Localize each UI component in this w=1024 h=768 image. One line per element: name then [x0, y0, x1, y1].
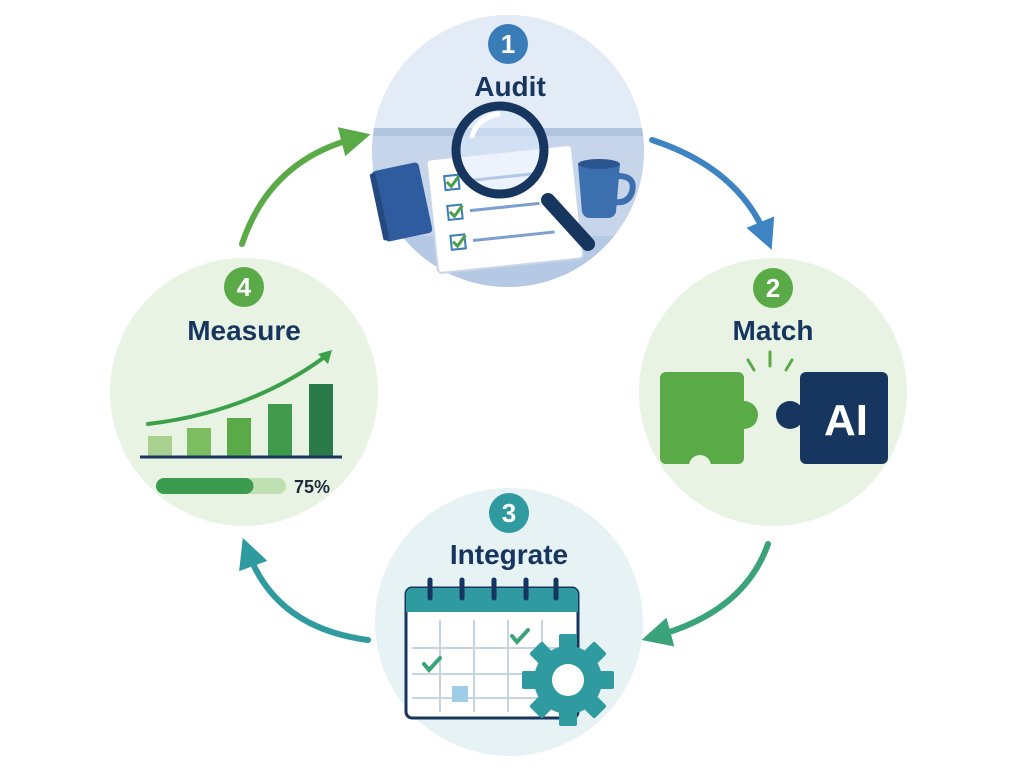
- step-integrate-badge: [489, 493, 529, 533]
- step-measure-circle: [110, 258, 378, 526]
- gear-icon: [522, 634, 614, 726]
- step-integrate: 3 Integrate: [375, 488, 643, 756]
- arrow-measure-to-audit: [239, 127, 371, 247]
- step-match-title: Match: [733, 315, 814, 346]
- step-measure-title: Measure: [187, 315, 301, 346]
- puzzle-piece-icon: [660, 372, 758, 477]
- step-match-badge: [753, 268, 793, 308]
- spark-icon: [746, 350, 794, 372]
- step-measure: 75% 4 Measure: [110, 258, 378, 526]
- step-measure-badge: [224, 267, 264, 307]
- ai-puzzle-piece-icon: [776, 372, 888, 464]
- step-audit-title: Audit: [474, 71, 546, 102]
- cycle-arrows: [239, 127, 775, 647]
- step-match-number: 2: [766, 273, 780, 303]
- progress-bar: [156, 478, 286, 494]
- notebook-icon: [369, 162, 433, 242]
- coffee-mug-icon: [578, 159, 636, 218]
- step-match: AI 2 Match: [639, 258, 907, 526]
- ai-label: AI: [824, 396, 868, 445]
- arrow-match-to-integrate: [641, 541, 771, 647]
- progress-bar-fill: [156, 478, 254, 494]
- progress-label: 75%: [294, 477, 330, 497]
- arrow-integrate-to-measure: [239, 537, 371, 643]
- step-integrate-number: 3: [502, 498, 516, 528]
- step-audit: 1 Audit: [369, 15, 644, 287]
- step-audit-badge: [488, 24, 528, 64]
- step-measure-number: 4: [237, 272, 252, 302]
- step-audit-number: 1: [501, 29, 515, 59]
- arrow-audit-to-match: [649, 137, 775, 250]
- bar-chart-icon: [140, 350, 342, 459]
- step-integrate-title: Integrate: [450, 539, 568, 570]
- magnifying-glass-icon: [451, 101, 595, 251]
